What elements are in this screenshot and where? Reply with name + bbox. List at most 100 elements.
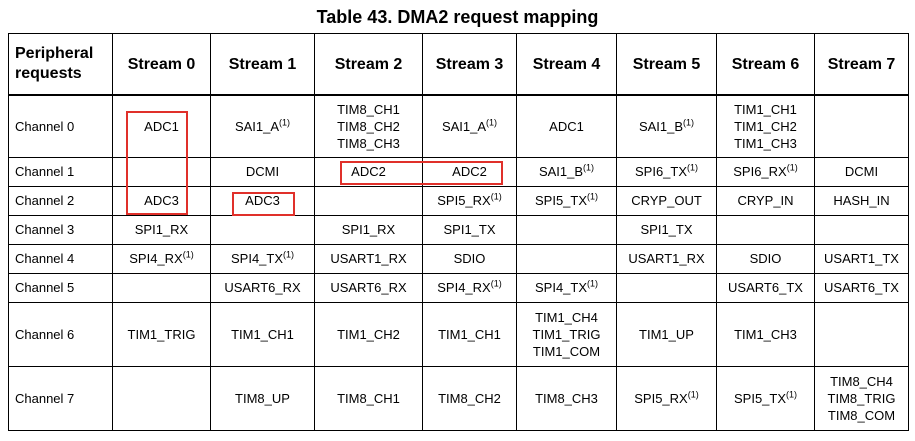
request-label: TIM1_UP: [619, 326, 714, 343]
table-cell: SPI1_TX: [616, 214, 717, 245]
table-cell: SPI1_RX: [112, 214, 211, 245]
request-label: TIM8_CH2: [317, 118, 420, 135]
table-cell: SPI6_RX(1): [716, 156, 815, 187]
request-label: SPI5_RX(1): [425, 192, 514, 209]
table-cell: ADC2: [422, 156, 517, 187]
request-name: ADC3: [144, 193, 179, 208]
table-cell: SPI4_RX(1): [422, 272, 517, 303]
table-cell: [814, 301, 909, 367]
footnote-marker: (1): [490, 191, 502, 202]
request-name: ADC3: [245, 193, 280, 208]
table-cell: TIM1_TRIG: [112, 301, 211, 367]
request-name: SPI6_TX: [634, 164, 688, 179]
table-cell: SPI5_RX(1): [616, 365, 717, 431]
request-name: SAI1_A: [441, 118, 487, 134]
request-name: TIM8_CH3: [535, 390, 598, 406]
header-row: Peripheral requests Stream 0 Stream 1 St…: [8, 33, 909, 96]
request-name: TIM8_COM: [827, 407, 896, 423]
request-label: USART1_RX: [317, 250, 420, 267]
table-cell: ADC3: [112, 185, 211, 216]
request-label: CRYP_OUT: [619, 192, 714, 209]
request-label: TIM1_CH2: [317, 326, 420, 343]
table-cell: SPI4_TX(1): [516, 272, 617, 303]
table-cell: TIM8_UP: [210, 365, 315, 431]
request-name: SPI1_RX: [341, 222, 396, 237]
request-name: USART1_TX: [824, 251, 899, 266]
request-name: ADC2: [351, 164, 386, 179]
table-cell: SPI4_RX(1): [112, 243, 211, 274]
request-name: TIM1_CH1: [231, 326, 294, 342]
request-label: SPI1_TX: [619, 221, 714, 238]
table-cell: ADC3: [210, 185, 315, 216]
footnote-marker: (1): [786, 162, 798, 173]
dma2-request-table: Peripheral requests Stream 0 Stream 1 St…: [8, 33, 909, 431]
table-cell: SPI1_RX: [314, 214, 423, 245]
request-label: SAI1_B(1): [519, 163, 614, 180]
request-label: TIM8_UP: [213, 390, 312, 407]
request-label: ADC2: [425, 163, 514, 180]
request-name: USART6_RX: [330, 280, 407, 295]
channel-label: Channel 4: [8, 243, 113, 274]
request-name: SPI1_RX: [134, 222, 189, 237]
request-name: CRYP_OUT: [631, 193, 702, 208]
request-name: SAI1_B: [638, 118, 684, 134]
table-cell: TIM8_CH2: [422, 365, 517, 431]
table-cell: SAI1_A(1): [422, 94, 517, 158]
table-cell: [210, 214, 315, 245]
table-cell: ADC1: [516, 94, 617, 158]
table-cell: USART6_RX: [210, 272, 315, 303]
footnote-marker: (1): [587, 191, 599, 202]
table-cell: USART1_RX: [314, 243, 423, 274]
request-label: SAI1_A(1): [425, 118, 514, 135]
request-name: SAI1_B: [538, 164, 584, 179]
table-cell: TIM8_CH1: [314, 365, 423, 431]
request-label: TIM1_TRIG: [115, 326, 208, 343]
footnote-marker: (1): [587, 278, 599, 289]
header-stream-2: Stream 2: [314, 33, 423, 96]
table-cell: [516, 214, 617, 245]
request-label: SPI6_RX(1): [719, 163, 812, 180]
table-cell: TIM1_CH2: [314, 301, 423, 367]
table-cell: [616, 272, 717, 303]
channel-label: Channel 0: [8, 94, 113, 158]
request-name: TIM1_CH4: [535, 309, 598, 325]
request-label: TIM1_CH1: [719, 101, 812, 118]
request-label: TIM8_CH3: [317, 135, 420, 152]
header-stream-1: Stream 1: [210, 33, 315, 96]
request-label: USART1_RX: [619, 250, 714, 267]
table-cell: SDIO: [716, 243, 815, 274]
request-label: TIM1_CH3: [719, 326, 812, 343]
request-label: ADC1: [115, 118, 208, 135]
request-label: TIM1_CH1: [213, 326, 312, 343]
request-name: TIM8_CH1: [337, 101, 400, 117]
header-stream-7: Stream 7: [814, 33, 909, 96]
table-cell: SAI1_A(1): [210, 94, 315, 158]
table-cell: HASH_IN: [814, 185, 909, 216]
channel-label: Channel 2: [8, 185, 113, 216]
request-label: TIM1_CH2: [719, 118, 812, 135]
request-name: TIM8_CH3: [337, 135, 400, 151]
request-name: TIM1_TRIG: [532, 326, 601, 342]
request-name: USART6_RX: [224, 280, 301, 295]
table-cell: SPI5_TX(1): [516, 185, 617, 216]
request-label: TIM1_CH3: [719, 135, 812, 152]
request-label: SPI1_RX: [115, 221, 208, 238]
table-cell: [716, 214, 815, 245]
header-stream-6: Stream 6: [716, 33, 815, 96]
request-name: DCMI: [844, 164, 879, 179]
request-label: SPI4_RX(1): [425, 279, 514, 296]
channel-label: Channel 5: [8, 272, 113, 303]
request-name: TIM8_CH2: [337, 118, 400, 134]
channel-label: Channel 7: [8, 365, 113, 431]
table-cell: DCMI: [210, 156, 315, 187]
request-name: TIM8_UP: [235, 390, 290, 406]
request-label: SPI5_TX(1): [519, 192, 614, 209]
footnote-marker: (1): [283, 249, 295, 260]
request-label: ADC3: [213, 192, 312, 209]
request-name: SPI1_TX: [443, 222, 496, 237]
footnote-marker: (1): [583, 162, 595, 173]
